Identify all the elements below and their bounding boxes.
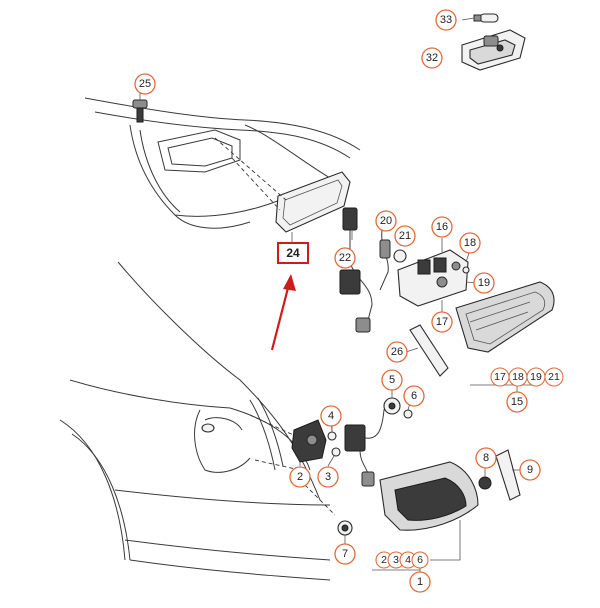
callout-8[interactable]: 8 <box>475 447 497 469</box>
highlight-arrow <box>270 274 296 351</box>
callout-19[interactable]: 19 <box>473 272 495 294</box>
svg-text:22: 22 <box>339 252 351 264</box>
svg-text:18: 18 <box>464 237 476 249</box>
svg-text:1: 1 <box>417 576 423 588</box>
svg-text:4: 4 <box>328 410 334 422</box>
callout-2[interactable]: 2 <box>289 466 311 488</box>
svg-text:6: 6 <box>411 390 417 402</box>
callout-6[interactable]: 6 <box>403 385 425 407</box>
callout-7[interactable]: 7 <box>334 543 356 565</box>
svg-text:2: 2 <box>297 471 303 483</box>
group-1-members: 2 3 4 6 <box>375 551 429 569</box>
svg-text:21: 21 <box>548 371 560 383</box>
svg-text:20: 20 <box>380 215 392 227</box>
svg-text:33: 33 <box>440 14 452 26</box>
wiring-harness-22 <box>339 207 373 333</box>
svg-text:21: 21 <box>399 230 411 242</box>
bolt-25 <box>132 92 148 123</box>
svg-text:19: 19 <box>530 371 542 383</box>
callout-3[interactable]: 3 <box>317 466 339 488</box>
svg-text:18: 18 <box>512 371 524 383</box>
callout-15[interactable]: 15 <box>506 391 528 413</box>
callout-16[interactable]: 16 <box>431 216 453 238</box>
svg-text:2: 2 <box>381 554 387 566</box>
dash-leader-upper <box>214 137 287 201</box>
trim-strip-26 <box>409 324 449 377</box>
svg-text:25: 25 <box>139 78 151 90</box>
svg-text:19: 19 <box>478 277 490 289</box>
socket-2 <box>291 419 327 463</box>
callout-26[interactable]: 26 <box>386 341 408 363</box>
svg-text:16: 16 <box>436 221 448 233</box>
bolt-8 <box>478 468 492 490</box>
callout-1[interactable]: 1 <box>409 571 431 593</box>
dash-leader-lower <box>231 157 281 211</box>
bulb-socket-20 <box>379 229 407 291</box>
svg-text:5: 5 <box>389 374 395 386</box>
nut-7 <box>337 520 353 545</box>
lower-body-outline <box>59 261 331 581</box>
dash-leader-quarter-1 <box>249 414 301 439</box>
svg-text:8: 8 <box>483 452 489 464</box>
svg-text:17: 17 <box>436 316 448 328</box>
dash-leader-quarter-2 <box>254 459 301 471</box>
svg-text:7: 7 <box>342 548 348 560</box>
svg-text:9: 9 <box>527 464 533 476</box>
gasket-24 <box>275 171 351 242</box>
svg-text:3: 3 <box>325 471 331 483</box>
callout-32[interactable]: 32 <box>421 47 443 69</box>
licence-lamp <box>461 29 526 71</box>
callout-5[interactable]: 5 <box>381 369 403 391</box>
wiring-harness-lower <box>344 399 389 487</box>
lamp-bulb-33 <box>461 13 499 23</box>
group-15-members: 17 18 19 21 <box>490 367 564 387</box>
callout-25[interactable]: 25 <box>134 73 156 95</box>
tail-light-inner-15 <box>455 281 555 353</box>
svg-text:6: 6 <box>417 554 423 566</box>
tail-light-outer-1 <box>379 461 479 531</box>
svg-text:17: 17 <box>494 371 506 383</box>
callout-9[interactable]: 9 <box>519 459 541 481</box>
screws-3-4 <box>327 426 341 457</box>
svg-text:24: 24 <box>286 246 300 260</box>
svg-text:32: 32 <box>426 52 438 64</box>
callout-20[interactable]: 20 <box>375 210 397 232</box>
callout-33[interactable]: 33 <box>435 9 457 31</box>
callout-4[interactable]: 4 <box>320 405 342 427</box>
lamp-carrier-16 <box>397 249 470 307</box>
callout-18[interactable]: 18 <box>459 232 481 254</box>
svg-text:26: 26 <box>391 346 403 358</box>
callout-22[interactable]: 22 <box>334 247 356 269</box>
highlighted-part-label[interactable]: 24 <box>277 242 309 264</box>
svg-text:3: 3 <box>393 554 399 566</box>
callout-17[interactable]: 17 <box>431 311 453 333</box>
svg-text:4: 4 <box>405 554 411 566</box>
clip-9 <box>495 449 521 501</box>
svg-text:15: 15 <box>511 396 523 408</box>
callout-21[interactable]: 21 <box>394 225 416 247</box>
